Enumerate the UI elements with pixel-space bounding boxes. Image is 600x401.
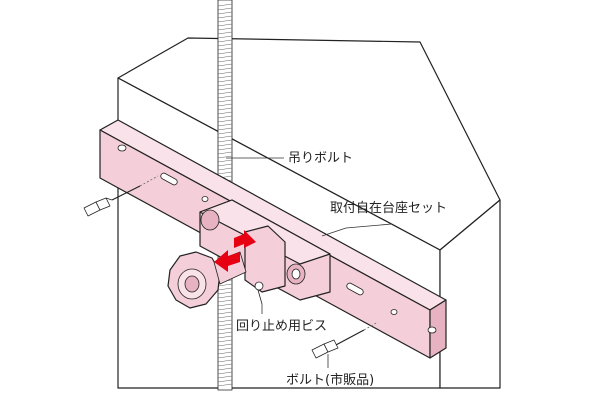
- leader-lines: [226, 157, 393, 368]
- rod-thread-mark: [217, 291, 233, 295]
- rod-thread-mark: [217, 379, 233, 383]
- rod-thread-mark: [217, 43, 233, 47]
- rod-thread-mark: [217, 143, 233, 147]
- rod-thread-mark: [217, 347, 233, 351]
- center-clamp: [199, 199, 331, 301]
- rod-thread-mark: [217, 315, 233, 319]
- motion-arrows-icon: [214, 230, 256, 272]
- rod-thread-mark: [217, 103, 233, 107]
- rod-thread-mark: [217, 335, 233, 339]
- rod-thread-mark: [217, 355, 233, 359]
- rod-thread-mark: [217, 363, 233, 367]
- rod-thread-mark: [217, 35, 233, 39]
- rod-thread-mark: [217, 331, 233, 335]
- rod-thread-mark: [217, 295, 233, 299]
- rod-thread-mark: [217, 115, 233, 119]
- rod-thread-mark: [217, 91, 233, 95]
- rod-thread-mark: [217, 307, 233, 311]
- rod-thread-mark: [217, 95, 233, 99]
- rod-thread-mark: [217, 167, 233, 171]
- left-bolt: [83, 185, 141, 217]
- rod-thread-mark: [217, 119, 233, 123]
- rod-thread-mark: [217, 359, 233, 363]
- rod-thread-mark: [217, 99, 233, 103]
- rod-thread-mark: [217, 39, 233, 43]
- rod-thread-mark: [217, 107, 233, 111]
- label-hanging-bolt: 吊りボルト: [288, 151, 353, 166]
- rod-thread-mark: [217, 151, 233, 155]
- rod-thread-mark: [217, 159, 233, 163]
- rod-thread-mark: [217, 163, 233, 167]
- rod-thread-mark: [217, 83, 233, 87]
- rod-thread-mark: [217, 147, 233, 151]
- bracket-slots: [117, 144, 437, 334]
- rod-thread-mark: [217, 375, 233, 379]
- rod-thread-mark: [217, 323, 233, 327]
- rod-thread-mark: [217, 139, 233, 143]
- rod-thread-mark: [217, 383, 233, 387]
- rod-thread-mark: [217, 51, 233, 55]
- rod-thread-mark: [217, 343, 233, 347]
- rod-thread-mark: [217, 55, 233, 59]
- rod-thread-mark: [217, 87, 233, 91]
- rod-thread-mark: [217, 23, 233, 27]
- rod-thread-mark: [217, 131, 233, 135]
- rod-thread-mark: [217, 287, 233, 291]
- anti-rotation-screw: [254, 281, 264, 305]
- rod-thread-mark: [217, 351, 233, 355]
- rod-thread-mark: [217, 11, 233, 15]
- rod-thread-mark: [217, 19, 233, 23]
- rod-thread-mark: [217, 79, 233, 83]
- rod-thread-mark: [217, 71, 233, 75]
- rod-thread-mark: [217, 47, 233, 51]
- rod-thread-mark: [217, 319, 233, 323]
- rod-thread-mark: [217, 155, 233, 159]
- rod-thread-mark: [217, 171, 233, 175]
- rod-thread-mark: [217, 3, 233, 7]
- label-anti-rotation-screw: 回り止め用ビス: [236, 319, 327, 334]
- label-mount-set: 取付自在台座セット: [330, 201, 447, 216]
- rod-thread-mark: [217, 123, 233, 127]
- right-bolt: [311, 329, 365, 359]
- rod-thread-mark: [217, 299, 233, 303]
- rod-thread-mark: [217, 283, 233, 287]
- rod-thread-mark: [217, 371, 233, 375]
- rod-thread-mark: [217, 75, 233, 79]
- rod-thread-mark: [217, 327, 233, 331]
- rod-thread-mark: [217, 27, 233, 31]
- rod-thread-mark: [217, 367, 233, 371]
- rod-thread-mark: [217, 339, 233, 343]
- rod-thread-mark: [217, 31, 233, 35]
- rod-thread-mark: [217, 67, 233, 71]
- rod-thread-mark: [217, 63, 233, 67]
- rod-thread-mark: [217, 303, 233, 307]
- rod-thread-mark: [217, 111, 233, 115]
- rod-thread-mark: [217, 7, 233, 11]
- rod-thread-mark: [217, 15, 233, 19]
- rod-thread-mark: [217, 59, 233, 63]
- label-bolt-commercial: ボルト(市販品): [286, 372, 374, 388]
- rod-thread-mark: [217, 311, 233, 315]
- insertion-guides: [139, 175, 379, 331]
- rod-thread-mark: [217, 135, 233, 139]
- rod-thread-mark: [217, 127, 233, 131]
